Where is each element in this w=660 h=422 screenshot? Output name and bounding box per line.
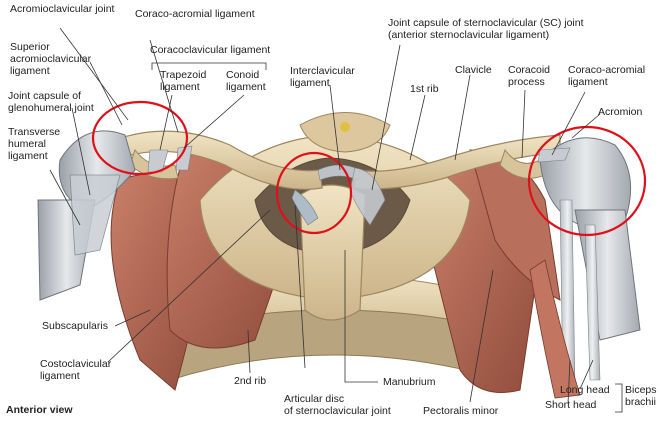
label-coraco-acromial-ligament-right: Coraco-acromial ligament [568,64,646,88]
label-second-rib: 2nd rib [234,375,267,387]
label-transverse-humeral-ligament: Transverse humeral ligament [8,126,61,162]
label-costoclavicular-ligament: Costoclavicular ligament [40,358,112,382]
label-joint-capsule-sc: Joint capsule of sternoclavicular (SC) j… [388,17,584,41]
right-humerus-shaft [574,209,641,341]
label-subscapularis: Subscapularis [42,320,108,332]
trapezoid-ligament-shape [147,149,169,173]
label-first-rib: 1st rib [410,83,439,95]
leader-lines [49,27,623,413]
label-interclavicular-ligament: Interclavicular ligament [290,65,355,89]
coraco-acromial-ligament-right [537,147,571,163]
biceps-long-head-tendon [584,224,601,381]
label-articular-disc: Articular disc of sternoclavicular joint [284,393,391,417]
label-clavicle: Clavicle [455,64,492,76]
label-coraco-acromial-ligament-top: Coraco-acromial ligament [135,8,255,20]
biceps-brachii-muscle [529,259,581,399]
left-glenohumeral-capsule [69,174,121,256]
articular-disc [291,189,319,226]
label-manubrium: Manubrium [383,376,436,388]
sc-capsule [349,167,386,226]
label-coracoclavicular-ligament: Coracoclavicular ligament [150,44,271,56]
label-superior-acromioclavicular-ligament: Superior acromioclavicular ligament [10,41,92,77]
label-acromion: Acromion [598,106,643,118]
vertebra [299,112,391,153]
label-trapezoid-ligament: Trapezoid ligament [160,69,207,93]
right-clavicle [354,134,561,190]
label-acromioclavicular-joint: Acromioclavicular joint [10,3,115,15]
label-joint-capsule-glenohumeral: Joint capsule of glenohumeral joint [8,90,94,114]
conoid-ligament-shape [175,145,193,171]
highlight-circle-ac-joint [91,100,189,176]
label-long-head: Long head [560,384,610,396]
highlight-circle-sc-joint [275,151,353,235]
highlight-circle-shoulder [527,125,647,237]
spinal-canal [340,122,350,132]
label-pectoralis-minor: Pectoralis minor [423,405,499,417]
label-short-head: Short head [545,399,597,411]
label-coracoid-process: Coracoid process [508,64,551,88]
label-biceps-brachii: Biceps brachii [625,384,657,408]
label-anterior-view: Anterior view [6,404,73,416]
label-conoid-ligament: Conoid ligament [226,69,266,93]
